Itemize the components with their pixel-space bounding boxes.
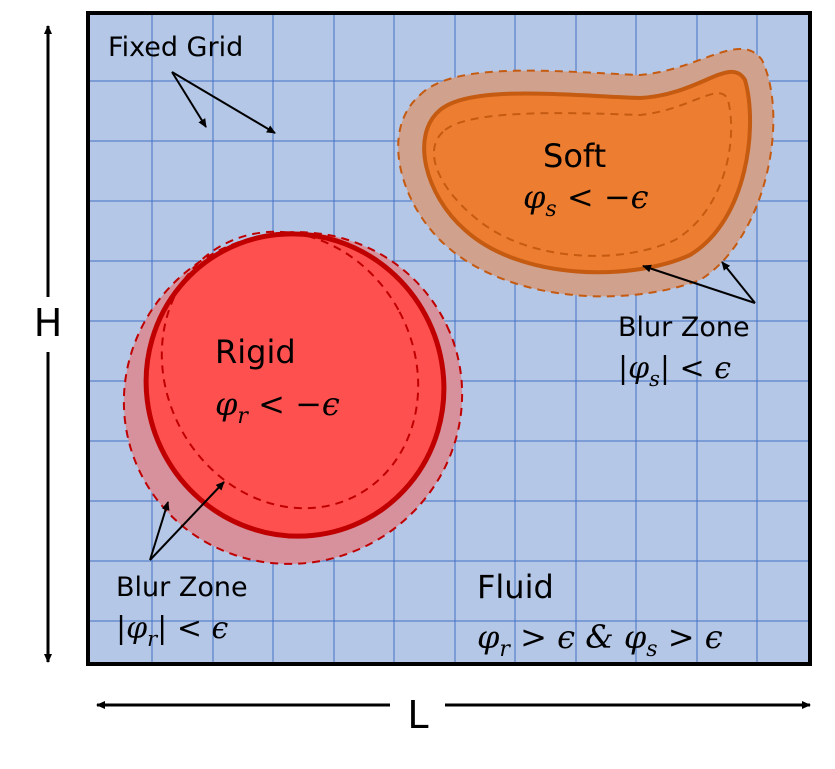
rigid-boundary (143, 231, 447, 539)
soft-inner-contour (433, 92, 733, 257)
soft-condition: φs < −ϵ (523, 178, 649, 222)
soft-condition-sub: s (545, 197, 556, 222)
fluid-sub2: s (646, 637, 657, 662)
rigid-condition: φr < −ϵ (215, 385, 340, 429)
rigid-body (122, 230, 464, 565)
height-label: H (34, 301, 63, 345)
fluid-title: Fluid (477, 568, 554, 606)
soft-blur-sub: s (649, 367, 660, 391)
soft-boundary (422, 69, 753, 275)
length-label: L (407, 693, 428, 737)
fluid-phi1: φ (477, 618, 500, 656)
fixed-grid-pointer-2 (171, 71, 276, 134)
domain-border (86, 11, 812, 666)
rigid-blur-condition: |φr| < ϵ (116, 611, 228, 651)
rigid-blur-phi: φ (126, 611, 147, 646)
rigid-blur-pointers (149, 481, 225, 561)
rigid-blur-sub: r (147, 627, 159, 651)
soft-condition-phi: φ (523, 178, 546, 216)
rigid-blur-rest: | < ϵ (157, 611, 228, 646)
fluid-mid: > ϵ & (510, 618, 624, 656)
soft-blur-title: Blur Zone (618, 312, 750, 343)
soft-blur-rest: | < ϵ (660, 351, 731, 386)
rigid-blur-pointer-2 (149, 481, 225, 561)
fluid-sub1: r (499, 637, 511, 662)
soft-blur-pointer-2 (721, 261, 756, 304)
fixed-grid-pointers (171, 71, 276, 134)
fluid-rest: > ϵ (658, 618, 723, 656)
fixed-grid-pointer-1 (171, 71, 207, 128)
rigid-title: Rigid (215, 333, 296, 371)
fixed-grid-label: Fixed Grid (108, 32, 243, 63)
rigid-condition-sub: r (237, 404, 249, 429)
soft-condition-rest: < −ϵ (557, 178, 649, 216)
fluid-phi2: φ (624, 618, 647, 656)
soft-body (397, 48, 775, 298)
soft-blur-pointer-1 (642, 264, 756, 304)
rigid-inner-contour (160, 230, 420, 510)
fluid-condition: φr > ϵ & φs > ϵ (477, 618, 723, 662)
rigid-condition-rest: < −ϵ (248, 385, 340, 423)
soft-blur-bar: | (618, 351, 628, 386)
soft-blur-pointers (642, 261, 756, 304)
soft-blur-phi: φ (628, 351, 649, 386)
soft-blur-condition: |φs| < ϵ (618, 351, 731, 391)
rigid-blur-title: Blur Zone (116, 572, 248, 603)
soft-title: Soft (543, 137, 606, 175)
rigid-condition-phi: φ (215, 385, 238, 423)
rigid-blur-pointer-1 (149, 501, 170, 561)
rigid-blur-bar: | (116, 611, 126, 646)
